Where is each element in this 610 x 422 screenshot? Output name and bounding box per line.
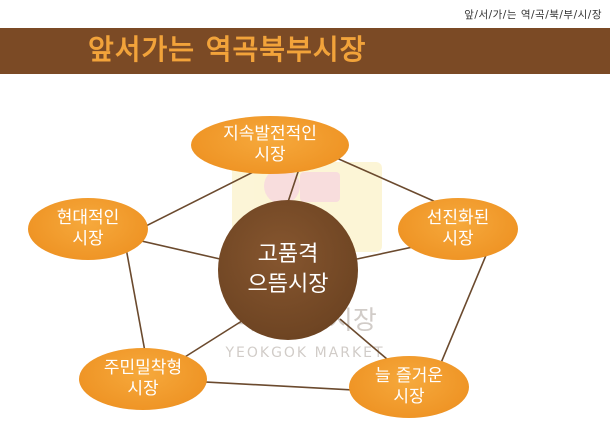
node-label-line1: 늘 즐거운 xyxy=(375,366,443,386)
center-label-line2: 으뜸시장 xyxy=(247,272,329,297)
page-title: 앞서가는 역곡북부시장 xyxy=(88,33,367,66)
node-label-line2: 시장 xyxy=(127,379,159,399)
diagram: 역곡북부시장 YEOKGOK MARKET 지속발전적인 시장 xyxy=(0,74,610,422)
node-label-line2: 시장 xyxy=(72,229,104,249)
node-label-line2: 시장 xyxy=(254,145,286,165)
node-label-line1: 선진화된 xyxy=(426,208,490,228)
node-label-line1: 주민밀착형 xyxy=(103,358,183,378)
node-label-line1: 현대적인 xyxy=(56,208,120,228)
node-always-fun-market: 늘 즐거운 시장 xyxy=(349,356,469,418)
watermark-english-text: YEOKGOK MARKET xyxy=(224,345,384,361)
node-resident-friendly-market: 주민밀착형 시장 xyxy=(79,348,207,410)
node-advanced-market: 선진화된 시장 xyxy=(398,198,518,260)
center-node: 고품격 으뜸시장 xyxy=(218,200,358,340)
center-label-line1: 고품격 xyxy=(257,242,319,267)
node-label-line1: 지속발전적인 xyxy=(223,124,317,144)
node-sustainable-market: 지속발전적인 시장 xyxy=(191,116,349,174)
top-strip: 앞/서/가/는 역/곡/북/부/시/장 xyxy=(0,0,610,28)
node-modern-market: 현대적인 시장 xyxy=(28,198,148,260)
breadcrumb: 앞/서/가/는 역/곡/북/부/시/장 xyxy=(464,9,602,21)
node-label-line2: 시장 xyxy=(442,229,474,249)
node-label-line2: 시장 xyxy=(393,387,425,407)
